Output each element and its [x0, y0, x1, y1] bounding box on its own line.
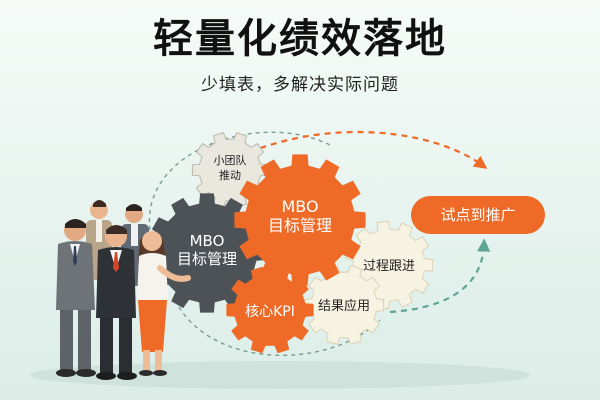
business-team-illustration — [56, 200, 191, 380]
mbo-dark-label-2: 目标管理 — [177, 250, 237, 268]
green-flow-arrow — [389, 238, 491, 314]
small-team-label-1: 小团队 — [214, 153, 247, 167]
person-black-suit — [96, 225, 137, 380]
person-woman-orange — [137, 231, 191, 376]
small-team-label-2: 推动 — [219, 168, 241, 182]
dashed-path-top — [148, 131, 331, 231]
page-title: 轻量化绩效落地 — [153, 16, 447, 62]
process-track-label: 过程跟进 — [363, 259, 415, 274]
page-subtitle: 少填表，多解决实际问题 — [201, 75, 399, 95]
person-front-grey — [56, 219, 96, 377]
result-apply-label: 结果应用 — [318, 298, 370, 314]
mbo-orange-label-2: 目标管理 — [268, 216, 332, 235]
gear-core-kpi — [226, 266, 314, 354]
pilot-pill-label: 试点到推广 — [440, 206, 515, 224]
mbo-orange-label-1: MBO — [281, 197, 318, 216]
core-kpi-label: 核心KPI — [245, 304, 295, 320]
orange-flow-arrow — [249, 130, 488, 169]
mbo-dark-label-1: MBO — [190, 232, 225, 250]
gear-mbo-orange — [234, 154, 366, 286]
pilot-pill — [411, 196, 545, 234]
